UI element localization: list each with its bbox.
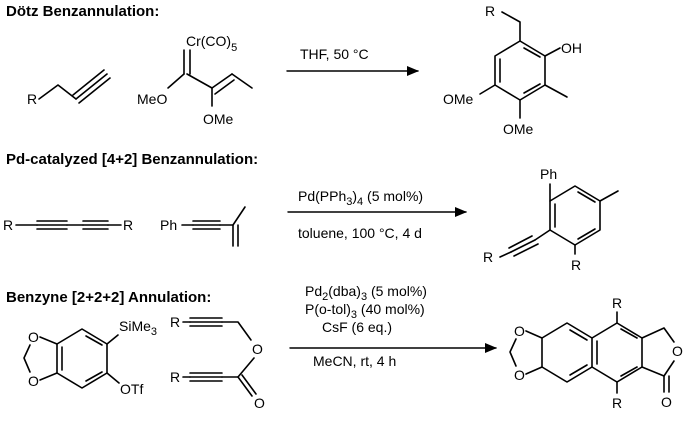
sime3-label: SiMe3 xyxy=(119,318,157,338)
pd-arrow: Pd(PPh3)4 (5 mol%) toluene, 100 °C, 4 d xyxy=(287,188,467,241)
section-title-dotz: Dötz Benzannulation: xyxy=(6,3,160,20)
product-ome-left: OMe xyxy=(443,91,474,107)
product-r-label: R xyxy=(485,3,495,19)
product-ome-bottom: OMe xyxy=(503,121,534,137)
pd2dba3-label: Pd2(dba)3 (5 mol%) xyxy=(305,283,427,303)
meo-label: MeO xyxy=(137,91,167,107)
csf-label: CsF (6 eq.) xyxy=(322,319,392,335)
dotz-alkyne-reactant: R xyxy=(27,69,111,107)
ester-o-link: O xyxy=(252,341,263,357)
product-r-ring: R xyxy=(571,257,581,273)
alkyne-r-label: R xyxy=(27,91,37,107)
benzyne-solvent-label: MeCN, rt, 4 h xyxy=(313,353,396,369)
lactone-o-carbonyl: O xyxy=(661,394,672,410)
p-o-tol-label: P(o-tol)3 (40 mol%) xyxy=(305,301,425,321)
aryne-precursor: O O SiMe3 OTf xyxy=(23,318,157,397)
diyne-r-left: R xyxy=(3,217,13,233)
product-dioxole-o-bottom: O xyxy=(514,367,525,383)
ester-r-bottom: R xyxy=(170,369,180,385)
chromium-carbonyl-label: Cr(CO)5 xyxy=(186,33,237,54)
ester-r-top: R xyxy=(170,314,180,330)
dioxole-o-bottom: O xyxy=(28,373,39,389)
pd-product: Ph R R xyxy=(483,166,619,273)
otf-label: OTf xyxy=(120,381,143,397)
section-title-benzyne: Benzyne [2+2+2] Annulation: xyxy=(6,289,212,306)
ester-o-carbonyl: O xyxy=(254,395,265,411)
naphthalide-product: O O R R O O xyxy=(509,295,683,411)
dotz-product: R OH OMe OMe xyxy=(443,3,582,137)
diyne-ester-reactant: R O O R xyxy=(170,314,265,411)
diyne-r-right: R xyxy=(123,217,133,233)
pd-solvent-label: toluene, 100 °C, 4 d xyxy=(298,225,422,241)
dotz-arrow: THF, 50 °C xyxy=(286,46,419,76)
product-r-bottom: R xyxy=(612,395,622,411)
oh-label: OH xyxy=(561,40,582,56)
section-title-pd-4-2: Pd-catalyzed [4+2] Benzannulation: xyxy=(6,151,259,168)
dotz-conditions: THF, 50 °C xyxy=(300,46,369,62)
enyne-ph-label: Ph xyxy=(160,217,177,233)
product-r-top: R xyxy=(612,295,622,311)
product-ph-label: Ph xyxy=(540,166,557,182)
benzyne-arrow: Pd2(dba)3 (5 mol%) P(o-tol)3 (40 mol%) C… xyxy=(289,283,497,369)
pd-catalyst-label: Pd(PPh3)4 (5 mol%) xyxy=(298,188,423,208)
enyne-reactant: Ph xyxy=(160,206,246,247)
ome-label: OMe xyxy=(203,111,234,127)
lactone-o-ring: O xyxy=(672,343,683,359)
dotz-carbene-reactant: Cr(CO)5 MeO OMe xyxy=(137,33,253,127)
diyne-reactant: R R xyxy=(3,217,133,233)
dioxole-o-top: O xyxy=(28,329,39,345)
product-dioxole-o-top: O xyxy=(514,323,525,339)
product-r-alkyne: R xyxy=(483,249,493,265)
